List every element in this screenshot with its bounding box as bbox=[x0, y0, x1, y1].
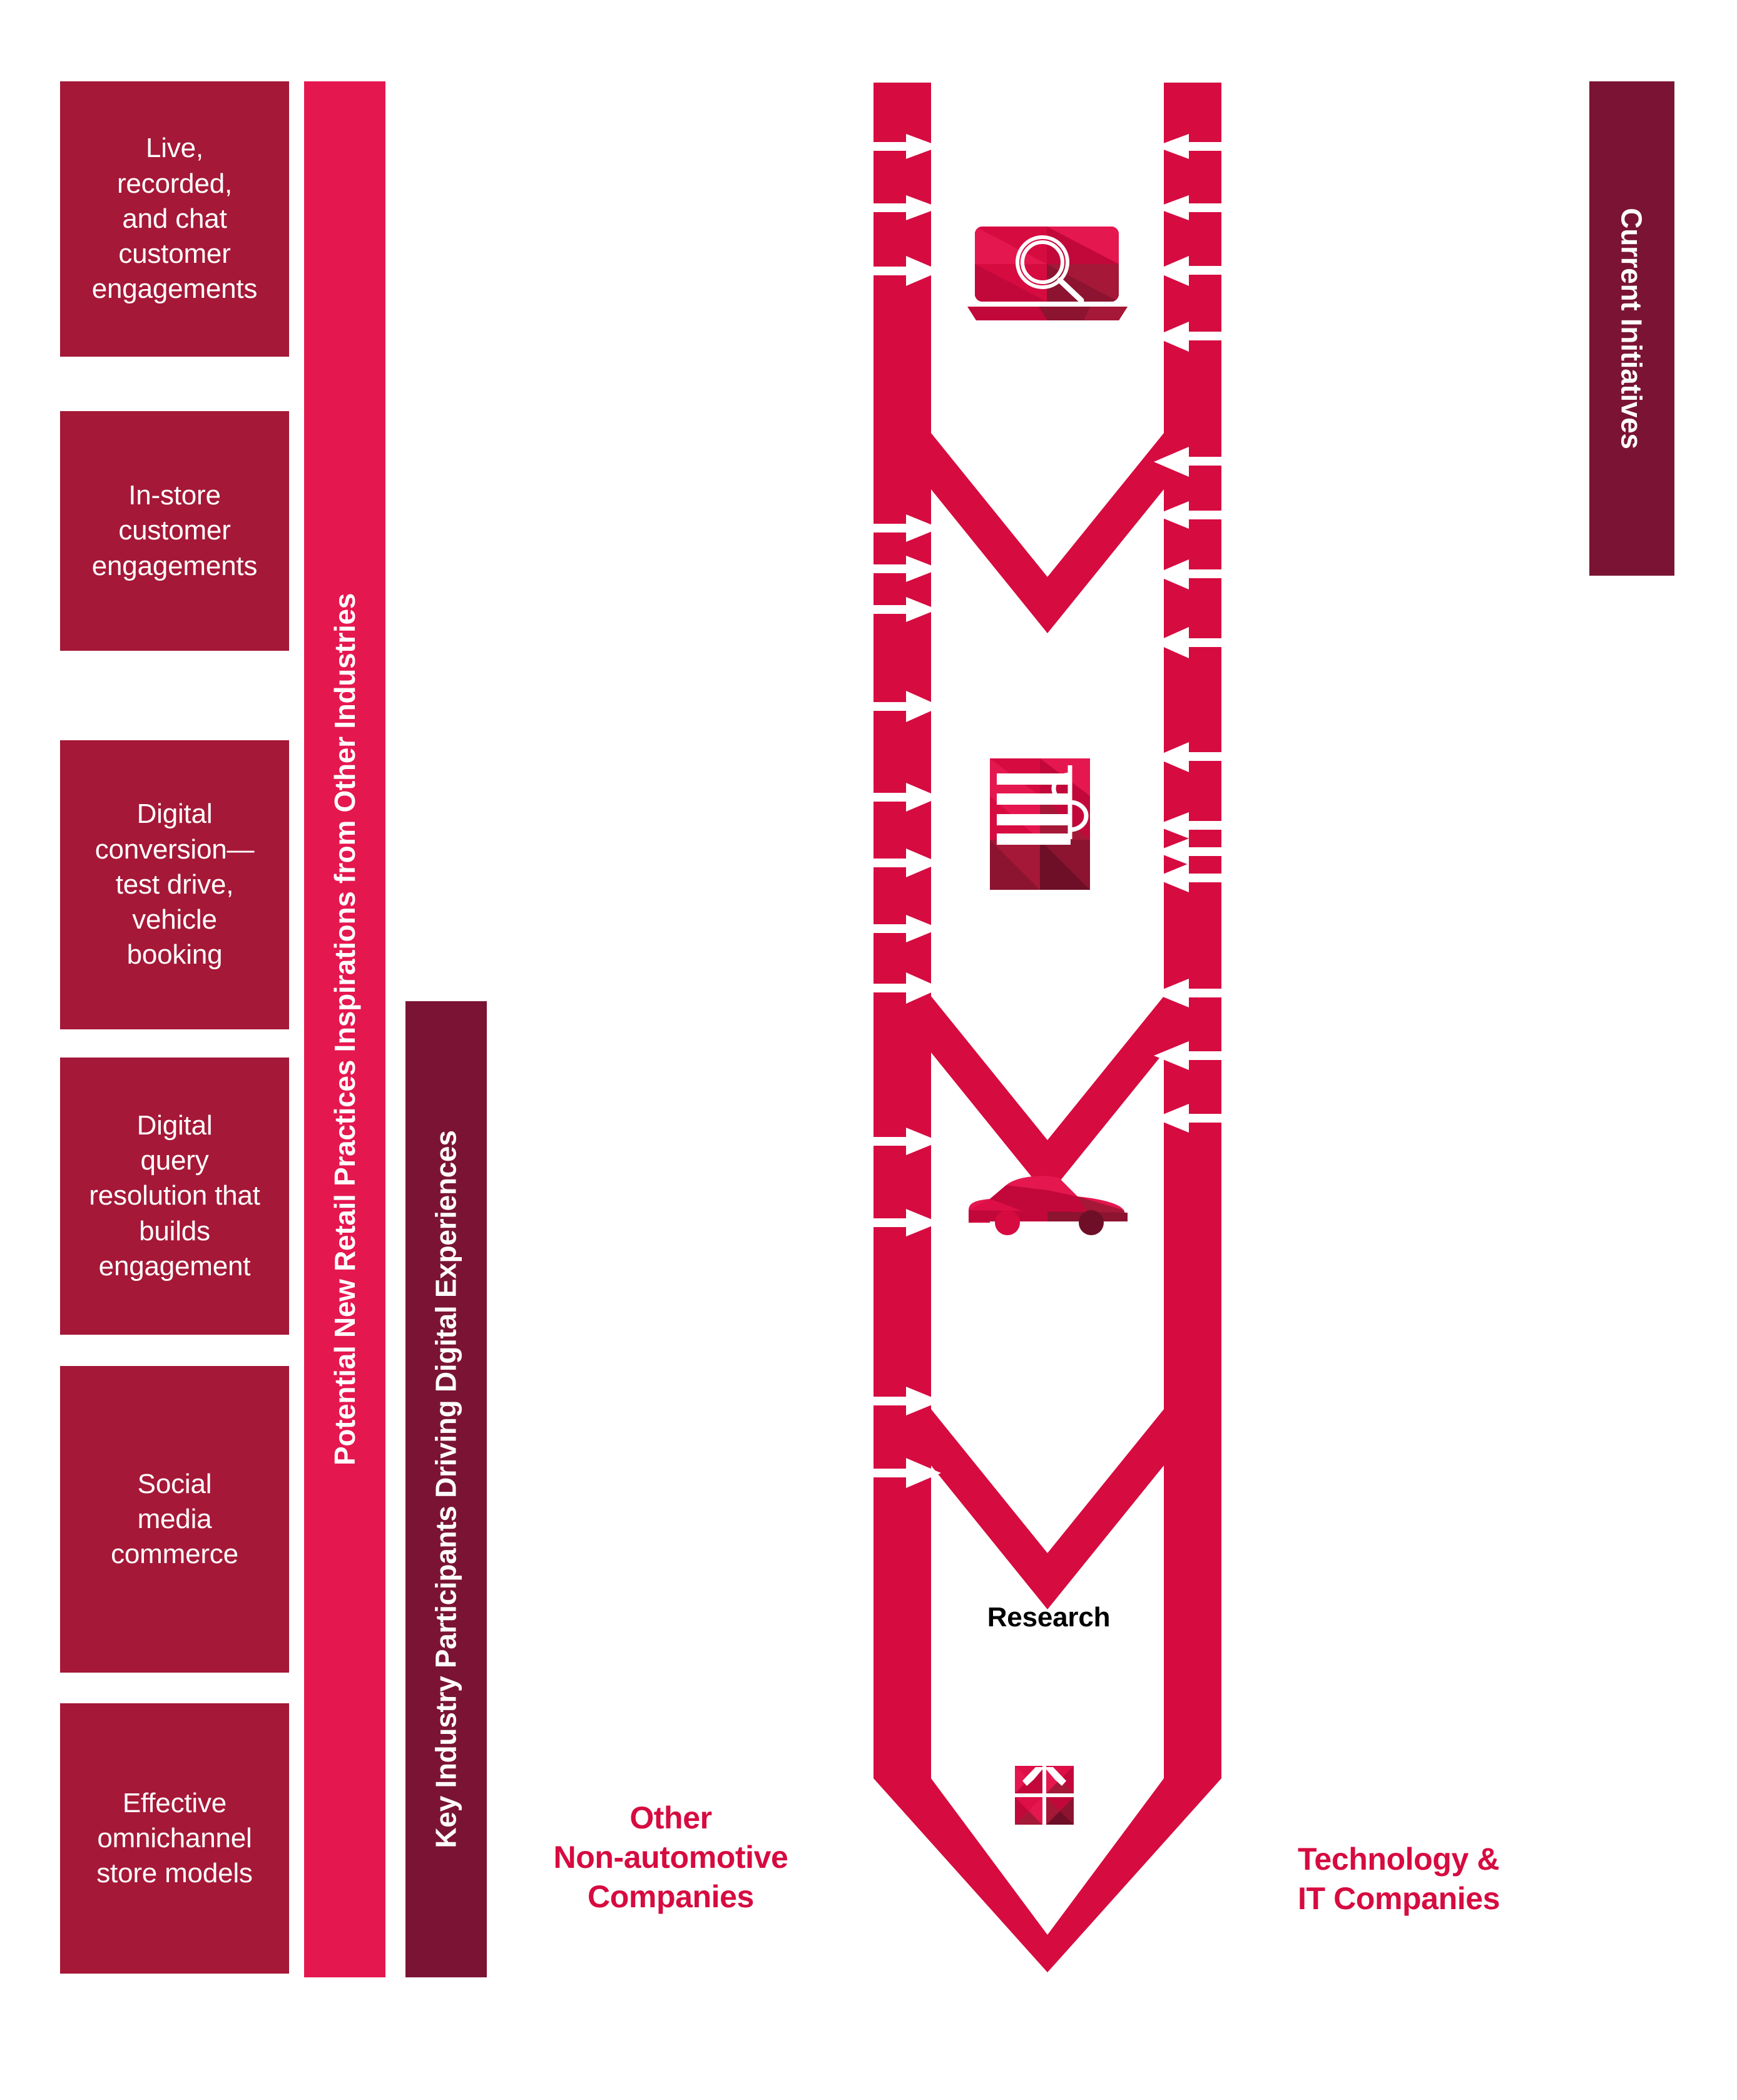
laptop-search-icon bbox=[965, 227, 1130, 327]
invoice-dollar-icon bbox=[990, 758, 1090, 890]
funnel-graphic bbox=[874, 83, 1221, 1972]
left-arrow-icons bbox=[874, 134, 941, 1488]
bar-label-inspirations: Potential New Retail Practices Inspirati… bbox=[329, 593, 361, 1466]
bar-key-industry-participants: Key Industry Participants Driving Digita… bbox=[405, 1001, 487, 1977]
bar-current-initiatives: Current Initiatives bbox=[1589, 81, 1674, 576]
right-arrow-icons bbox=[1154, 134, 1221, 1133]
bar-label-participants: Key Industry Participants Driving Digita… bbox=[430, 1130, 462, 1848]
bar-potential-new-retail-practices: Potential New Retail Practices Inspirati… bbox=[304, 81, 385, 1977]
gift-box-icon bbox=[1015, 1766, 1074, 1825]
right-arrows-group bbox=[874, 83, 1221, 1972]
bar-label-current-initiatives: Current Initiatives bbox=[1616, 208, 1649, 449]
funnel-shape bbox=[874, 83, 1221, 1972]
car-icon bbox=[967, 1171, 1131, 1244]
caption-technology-it-companies: Technology &IT Companies bbox=[1298, 1842, 1500, 1916]
left-arrows-group bbox=[874, 83, 1221, 1972]
research-label: Research bbox=[987, 1602, 1111, 1633]
